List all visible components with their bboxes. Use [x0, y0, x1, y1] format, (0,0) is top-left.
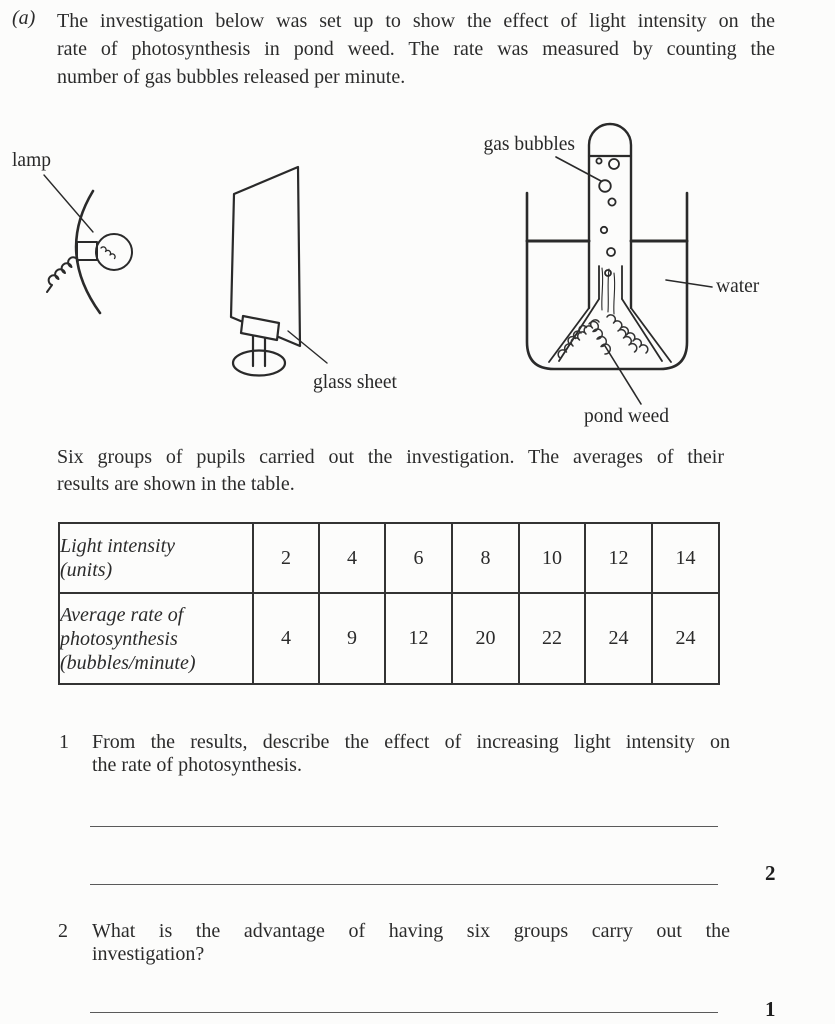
water-leader-line	[665, 279, 713, 288]
weed-strand	[557, 319, 600, 359]
results-paragraph: Six groups of pupils carried out the inv…	[57, 444, 724, 498]
question-1-marks: 2	[765, 861, 776, 885]
beaker-outline	[525, 191, 689, 371]
results-line-2: results are shown in the table.	[57, 473, 295, 495]
water-label: water	[716, 276, 760, 297]
glass-sheet-drawing	[229, 165, 328, 377]
question-2-text: What is the advantage of having six grou…	[92, 920, 730, 966]
glass-sheet-shape	[229, 165, 302, 348]
table-header-line: Light intensity	[60, 535, 175, 557]
bubble	[607, 197, 617, 207]
lamp-wire-coil	[46, 256, 79, 293]
table-value-cell: 22	[518, 592, 586, 685]
bubble	[604, 269, 612, 277]
table-value-cell: 9	[318, 592, 386, 685]
weed-strand	[617, 328, 638, 353]
intro-line-2: rate of photosynthesis in pond weed. The…	[57, 38, 775, 60]
results-line-1: Six groups of pupils carried out the inv…	[57, 446, 724, 468]
pond-weed-coils	[557, 314, 649, 359]
question-1-number: 1	[59, 731, 69, 753]
results-table: Light intensity (units) 2 4 6 8 10 12 14…	[58, 522, 720, 685]
stand-base	[231, 349, 287, 377]
gas-bubbles-group	[595, 157, 620, 277]
lamp-bulb	[95, 233, 133, 271]
table-value-cell: 14	[651, 522, 720, 594]
apparatus-diagram: lamp gas bubbles glass sheet water pond …	[12, 122, 760, 427]
bulb-filament	[100, 246, 116, 260]
weed-strand	[606, 314, 649, 354]
table-value-cell: 12	[584, 522, 653, 594]
answer-line	[90, 826, 718, 827]
lamp-label: lamp	[12, 150, 51, 171]
table-header-line: Average rate of	[60, 603, 184, 626]
question-2-marks: 1	[765, 997, 776, 1021]
question-2-line-2: investigation?	[92, 943, 205, 965]
table-header-line: photosynthesis	[60, 627, 178, 650]
lamp-socket	[76, 241, 98, 261]
bubble	[608, 158, 620, 170]
table-value-cell: 4	[252, 592, 320, 685]
beaker-drawing	[525, 122, 713, 405]
table-header-line: (bubbles/minute)	[60, 651, 196, 674]
table-value-cell: 6	[384, 522, 453, 594]
funnel-stem	[598, 265, 623, 300]
question-1-line-1: From the results, describe the effect of…	[92, 731, 730, 753]
stand-clamp	[239, 314, 281, 342]
test-tube	[587, 122, 633, 310]
table-header-line: (units)	[60, 559, 113, 581]
table-value-cell: 8	[451, 522, 520, 594]
weed-strand	[567, 324, 588, 345]
table-row-light-intensity: Light intensity (units) 2 4 6 8 10 12 14	[58, 522, 720, 594]
part-label: (a)	[12, 7, 36, 29]
bubble-streams	[601, 267, 616, 315]
gas-bubbles-leader-line	[555, 156, 602, 182]
table-value-cell: 24	[584, 592, 653, 685]
bubble	[599, 225, 609, 235]
intro-paragraph: The investigation below was set up to sh…	[57, 7, 775, 91]
question-1-text: From the results, describe the effect of…	[92, 731, 730, 777]
lamp-drawing	[43, 174, 133, 315]
table-value-cell: 12	[384, 592, 453, 685]
table-header-cell: Light intensity (units)	[58, 522, 254, 594]
lamp-leader-line	[43, 174, 94, 233]
question-2-number: 2	[58, 920, 68, 942]
pond-weed-label: pond weed	[584, 406, 669, 427]
table-value-cell: 10	[518, 522, 586, 594]
answer-line	[90, 884, 718, 885]
intro-line-1: The investigation below was set up to sh…	[57, 10, 775, 32]
table-value-cell: 4	[318, 522, 386, 594]
glass-sheet-leader-line	[287, 330, 328, 364]
question-1-line-2: the rate of photosynthesis.	[92, 754, 302, 776]
answer-line	[90, 1012, 718, 1013]
table-value-cell: 20	[451, 592, 520, 685]
table-header-cell: Average rate of photosynthesis (bubbles/…	[58, 592, 254, 685]
glass-sheet-label: glass sheet	[313, 372, 398, 393]
bubble	[595, 157, 603, 165]
weed-strand	[588, 320, 612, 355]
bubble	[606, 247, 616, 257]
table-value-cell: 24	[651, 592, 720, 685]
question-2-line-1: What is the advantage of having six grou…	[92, 920, 730, 942]
intro-line-3: number of gas bubbles released per minut…	[57, 66, 406, 88]
table-row-average-rate: Average rate of photosynthesis (bubbles/…	[58, 592, 720, 685]
table-value-cell: 2	[252, 522, 320, 594]
gas-bubbles-label: gas bubbles	[483, 134, 575, 155]
bubble	[598, 179, 612, 193]
pond-weed-leader-line	[604, 345, 642, 405]
stand-stem	[251, 332, 267, 368]
